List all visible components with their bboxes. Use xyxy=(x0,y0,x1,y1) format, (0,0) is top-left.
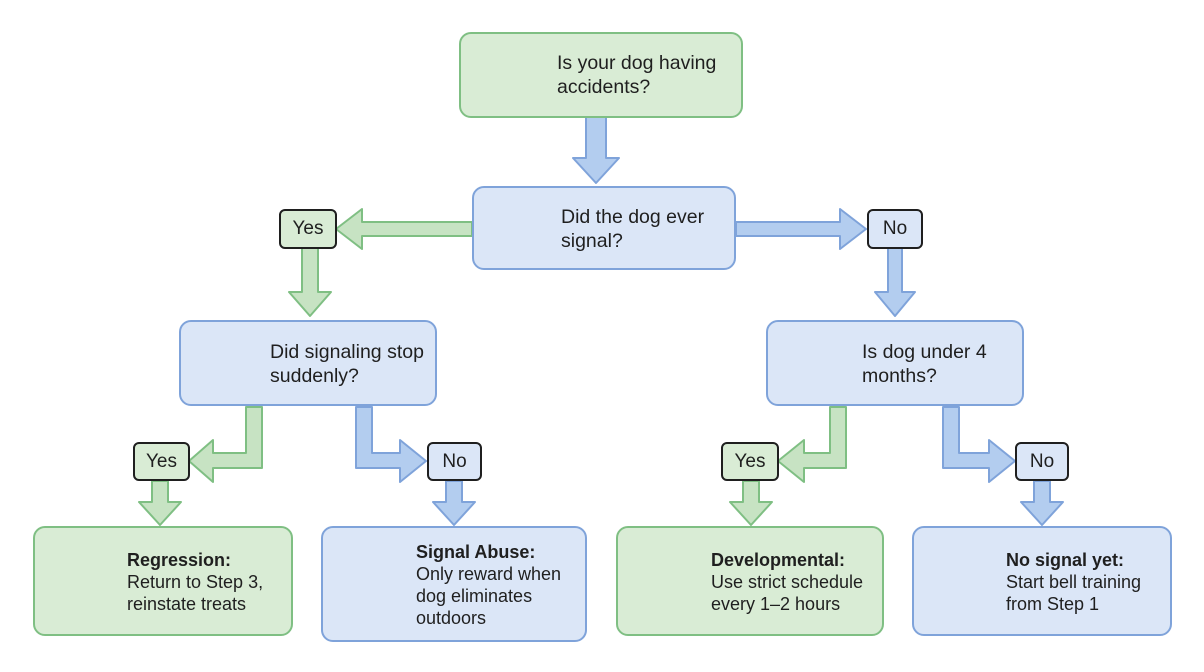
outcome-regression-title: Regression: xyxy=(127,550,232,570)
outcome-developmental-title: Developmental: xyxy=(711,550,846,570)
arrow-yes-to-developmental xyxy=(729,480,773,526)
arrow-signal-no xyxy=(735,208,867,250)
arrow-yes-to-stop xyxy=(288,247,332,317)
outcome-nosignal-title: No signal yet: xyxy=(1006,550,1125,570)
outcome-nosignal-text: No signal yet: Start bell training from … xyxy=(1006,549,1166,615)
arrow-no-to-abuse xyxy=(432,480,476,526)
arrow-age-no xyxy=(942,406,1016,483)
outcome-nosignal-body: Start bell training from Step 1 xyxy=(1006,572,1142,614)
signal-yes-label: Yes xyxy=(279,209,337,249)
age-question-box xyxy=(766,320,1024,406)
stop-no-label: No xyxy=(427,442,482,481)
outcome-regression-body: Return to Step 3, reinstate treats xyxy=(127,572,264,614)
outcome-developmental-text: Developmental: Use strict schedule every… xyxy=(711,549,879,615)
outcome-abuse-body: Only reward when dog eliminates outdoors xyxy=(416,564,562,628)
outcome-developmental-box xyxy=(616,526,884,636)
age-question-text: Is dog under 4 months? xyxy=(862,341,987,387)
arrow-no-to-nosignal xyxy=(1020,480,1064,526)
signal-question-box xyxy=(472,186,736,270)
arrow-no-to-age xyxy=(874,247,916,317)
outcome-abuse-title: Signal Abuse: xyxy=(416,542,536,562)
arrow-signal-yes xyxy=(335,208,473,250)
outcome-abuse-box xyxy=(321,526,587,642)
outcome-abuse-text: Signal Abuse: Only reward when dog elimi… xyxy=(416,541,581,629)
signal-no-label: No xyxy=(867,209,923,249)
arrow-root-to-signal xyxy=(572,116,620,184)
stop-question-text: Did signaling stop suddenly? xyxy=(270,341,424,387)
outcome-nosignal-box xyxy=(912,526,1172,636)
stop-yes-label: Yes xyxy=(133,442,190,481)
stop-question-box xyxy=(179,320,437,406)
root-question-text: Is your dog having accidents? xyxy=(557,52,717,98)
age-yes-label: Yes xyxy=(721,442,779,481)
age-no-label: No xyxy=(1015,442,1069,481)
arrow-stop-yes xyxy=(188,406,263,483)
arrow-age-yes xyxy=(777,406,847,483)
connectors xyxy=(138,116,1064,526)
outcome-regression-text: Regression: Return to Step 3, reinstate … xyxy=(127,549,287,615)
outcome-regression-box xyxy=(33,526,293,636)
outcome-developmental-body: Use strict schedule every 1–2 hours xyxy=(711,572,864,614)
root-question-box xyxy=(459,32,743,118)
arrow-stop-no xyxy=(355,406,427,483)
signal-question-text: Did the dog ever signal? xyxy=(561,206,705,252)
arrow-yes-to-regression xyxy=(138,480,182,526)
